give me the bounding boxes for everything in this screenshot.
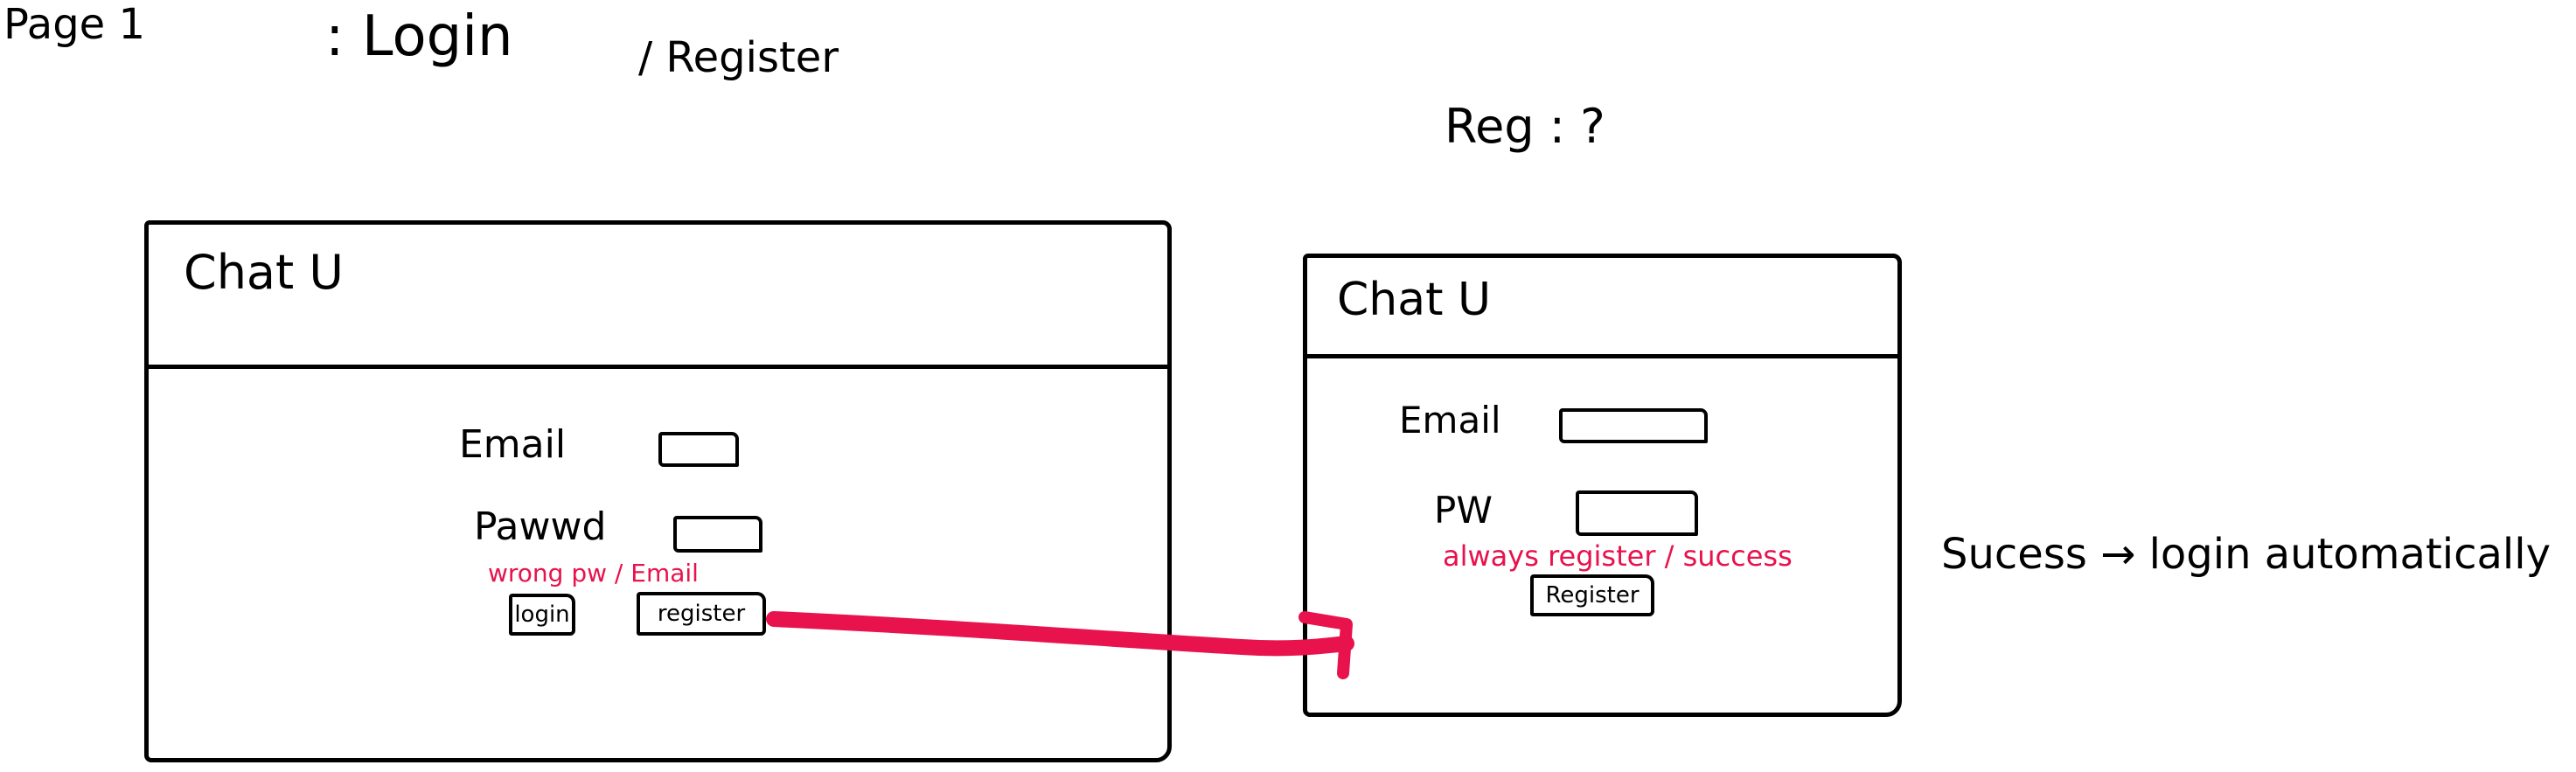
subsection-label: / Register — [638, 33, 839, 82]
register-email-input[interactable] — [1559, 408, 1708, 443]
section-label: : Login — [325, 4, 513, 69]
login-app-title: Chat U — [184, 245, 344, 300]
flow-arrow-head — [1298, 611, 1353, 679]
register-submit-button[interactable]: Register — [1530, 574, 1654, 616]
login-email-input[interactable] — [658, 432, 739, 467]
login-error-note: wrong pw / Email — [488, 559, 699, 588]
login-window: Chat U Email Pawwd wrong pw / Email logi… — [144, 220, 1172, 762]
flow-arrow-line — [766, 611, 1354, 657]
register-password-input[interactable] — [1576, 490, 1698, 536]
register-status-note: always register / success — [1443, 539, 1793, 573]
register-password-label: PW — [1434, 489, 1493, 532]
register-button[interactable]: register — [637, 592, 766, 636]
register-email-label: Email — [1399, 399, 1501, 442]
register-titlebar: Chat U — [1307, 258, 1897, 358]
register-window: Chat U Email PW always register / succes… — [1303, 254, 1902, 717]
register-app-title: Chat U — [1337, 274, 1492, 326]
login-email-label: Email — [459, 422, 567, 467]
login-password-label: Pawwd — [474, 504, 607, 549]
page-label: Page 1 — [3, 0, 145, 49]
register-heading: Reg : ? — [1445, 99, 1605, 154]
login-titlebar: Chat U — [149, 225, 1167, 369]
success-note: Sucess → login automatically — [1941, 530, 2551, 579]
login-password-input[interactable] — [673, 516, 762, 553]
login-button[interactable]: login — [509, 594, 575, 636]
